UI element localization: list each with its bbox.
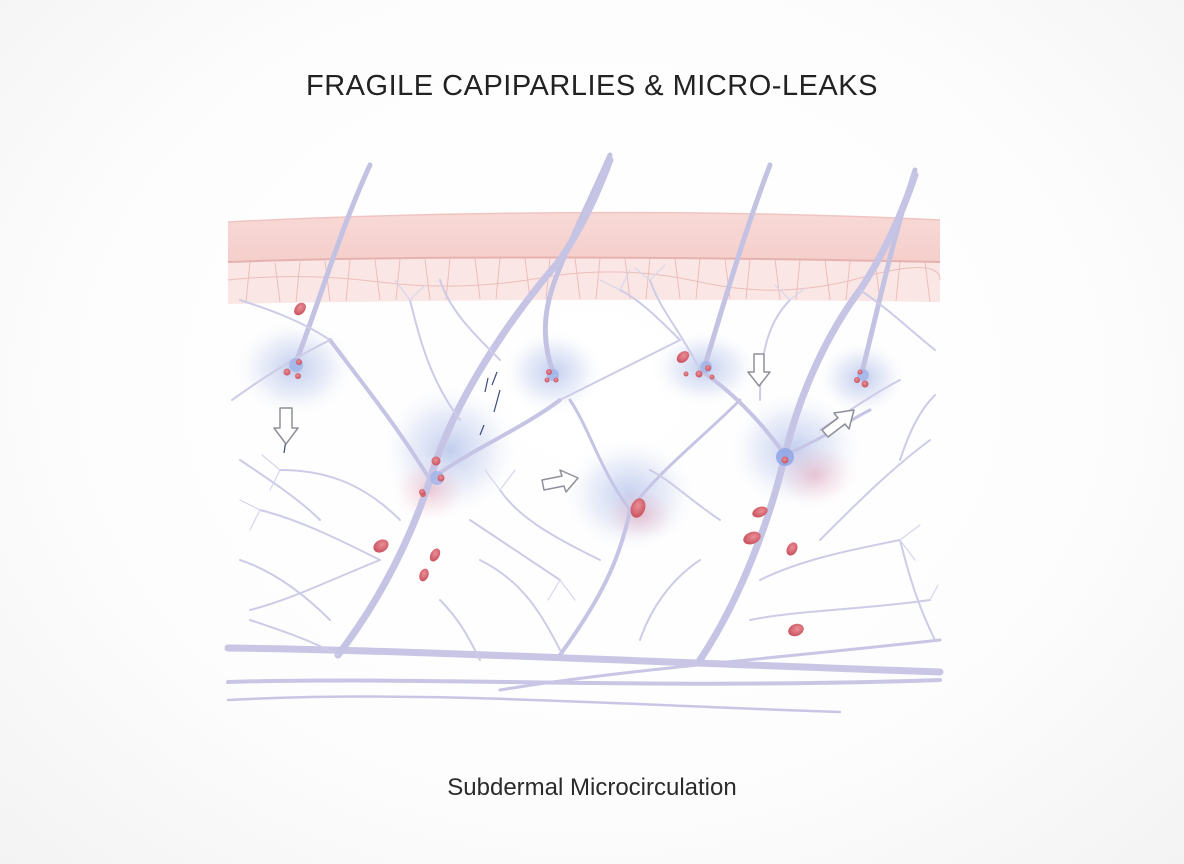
blood-cell xyxy=(676,351,690,363)
blood-cell xyxy=(431,456,441,466)
blood-cell xyxy=(705,365,711,371)
blood-cell xyxy=(743,531,761,545)
blood-cell xyxy=(857,369,863,375)
blood-cell xyxy=(854,377,860,383)
epidermis-layer xyxy=(227,211,941,304)
blood-cell xyxy=(419,568,429,582)
blood-cell xyxy=(709,374,715,380)
blood-cell xyxy=(294,302,306,316)
arrow-down-icon xyxy=(747,353,771,387)
arrow-up-right-icon xyxy=(821,409,855,438)
red-blood-cells xyxy=(283,302,869,637)
blood-cell xyxy=(861,380,869,388)
blood-cell xyxy=(295,373,301,379)
blood-cell xyxy=(786,542,798,556)
blood-cell xyxy=(544,377,550,383)
diagram-caption: Subdermal Microcirculation xyxy=(447,774,737,801)
blood-cell xyxy=(296,359,302,365)
blood-cell xyxy=(283,368,291,376)
blood-cell xyxy=(546,369,552,375)
blood-cell xyxy=(752,506,768,518)
capillary-network xyxy=(224,152,944,714)
blood-cell xyxy=(419,489,425,495)
blood-cell xyxy=(553,377,559,383)
blood-cell xyxy=(788,623,804,637)
arrow-right-icon xyxy=(541,469,579,493)
leak-arrows xyxy=(273,353,855,493)
blood-cell xyxy=(630,498,646,518)
blood-cell xyxy=(695,370,703,378)
micro-leak-glows xyxy=(233,318,907,555)
blood-cell xyxy=(781,456,789,464)
blood-cell xyxy=(437,474,445,482)
arrow-down-icon xyxy=(273,407,299,445)
blood-cell xyxy=(683,371,689,377)
blood-cell xyxy=(429,548,441,562)
leak-points xyxy=(289,358,869,485)
blood-cell xyxy=(373,539,389,553)
diagram-title: FRAGILE CAPIPARLIES & MICRO-LEAKS xyxy=(306,70,878,102)
